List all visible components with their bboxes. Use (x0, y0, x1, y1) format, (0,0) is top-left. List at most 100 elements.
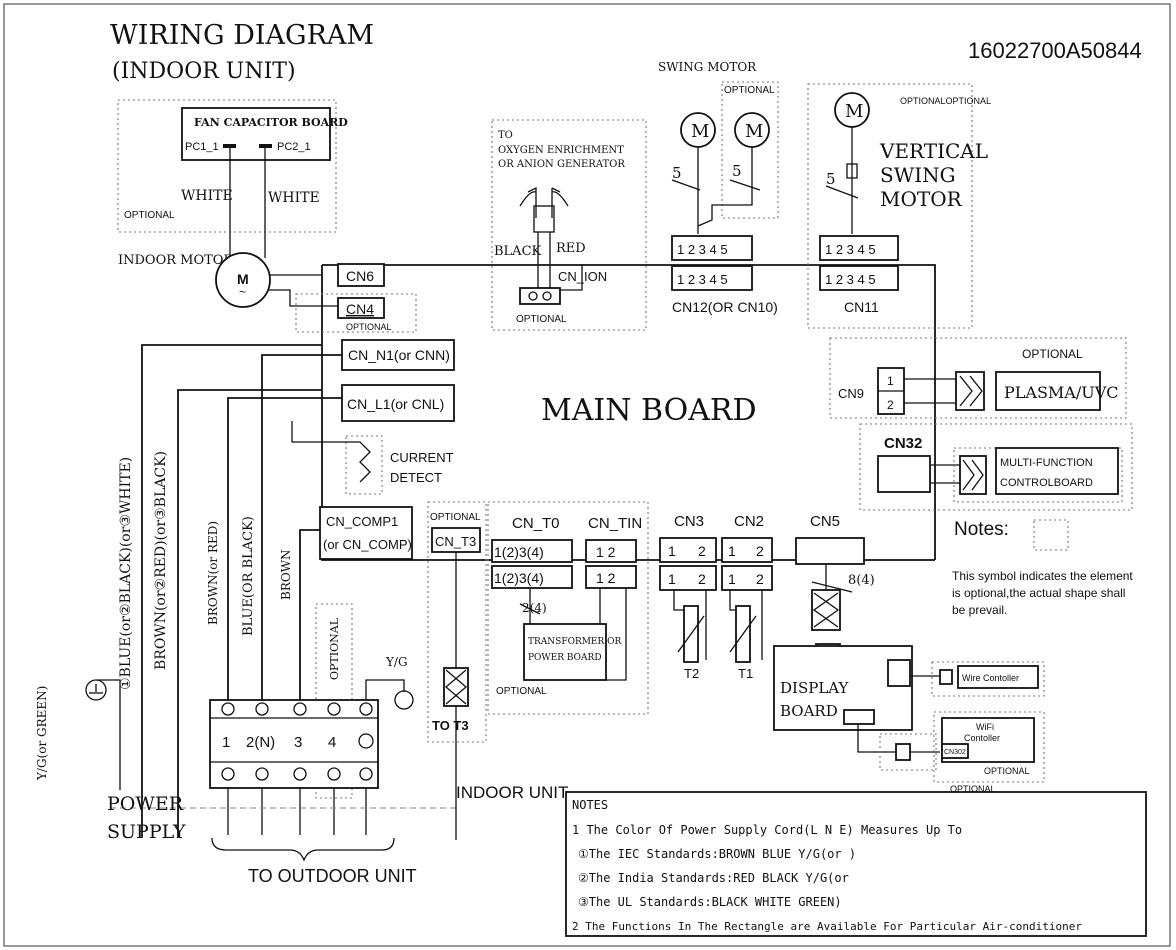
wifi-plug (895, 743, 911, 761)
cn2-connector-bottom (721, 565, 773, 591)
cn3-label: CN3 (674, 513, 704, 530)
cn5-label: CN5 (810, 513, 840, 530)
indoor-motor-tilde: ~ (239, 285, 246, 299)
cn12-connector-top (671, 235, 753, 261)
ion-red: RED (556, 241, 586, 256)
vertical-filter (846, 163, 858, 179)
cn6-connector (337, 263, 385, 287)
cn-tin-connector-top (585, 539, 637, 563)
multi-function-label-1: MULTI-FUNCTION (1000, 457, 1093, 469)
ion-line1: OXYGEN ENRICHMENT (498, 145, 624, 156)
wire-label-yg-green: Y/G(or GREEN) (35, 686, 49, 781)
wifi-controller-label-2: Contoller (964, 733, 1000, 743)
cn-t0-pins-top: 1(2)3(4) (494, 544, 544, 560)
terminal-screws-top (221, 702, 373, 716)
wire-label-blue: ①BLUE(or②BLACK)(or③WHITE) (118, 457, 134, 690)
terminal-3: 3 (294, 734, 302, 751)
cn-comp1-connector (319, 506, 413, 560)
current-detect-label-2: DETECT (390, 470, 442, 485)
wire-controller-label: Wire Contoller (962, 673, 1019, 683)
indoor-motor (215, 252, 271, 308)
swing-motor-2-symbol: M (745, 121, 763, 142)
vertical-wire-count: 5 (826, 170, 836, 188)
power-wire-blue (141, 344, 322, 837)
cn4-optional: OPTIONAL (346, 322, 392, 332)
cn-tin-wire-1 (606, 588, 627, 681)
fan-capacitor-board (181, 107, 331, 161)
cn-n1-connector (341, 339, 455, 371)
current-detect-optional-area (345, 435, 383, 495)
t2-thermistor-slash (677, 615, 705, 653)
diagram-subtitle: (INDOOR UNIT) (112, 59, 296, 84)
ion-line2: OR ANION GENERATOR (498, 159, 625, 170)
ion-wire-red (549, 232, 583, 291)
cn-t0-connector-bottom (491, 565, 573, 589)
vertical-optional: OPTIONALOPTIONAL (900, 96, 991, 106)
notes-side-text-1: This symbol indicates the element (952, 569, 1133, 583)
power-supply-label-2: SUPPLY (107, 821, 186, 843)
wifi-controller-label-1: WiFi (976, 722, 994, 732)
swing-wire-2-count: 5 (732, 162, 742, 180)
motor-to-cn4-wire (268, 289, 338, 307)
wifi-controller-optional-area (933, 711, 1045, 783)
t2-label: T2 (684, 666, 699, 681)
cn-t0-wire-count: 2(4) (522, 601, 547, 615)
cn4-label: CN4 (346, 301, 374, 317)
wifi-optional: OPTIONAL (984, 766, 1030, 776)
vertical-label-2: SWING (880, 163, 956, 187)
vertical-motor-symbol: M (845, 101, 863, 122)
cn12-connector-bottom (671, 265, 753, 291)
cn5-connector (795, 537, 865, 565)
optional-symbol-icon (1033, 519, 1069, 551)
power-supply-label-1: POWER (107, 793, 184, 815)
cn9-plug (955, 371, 985, 411)
pc1-terminal (223, 144, 236, 148)
ground-symbol-left (85, 679, 107, 701)
terminal-ground-icon (358, 733, 374, 749)
t1-label: T1 (738, 666, 753, 681)
cn-t3-optional-area (427, 501, 487, 743)
cn3-connector-top (659, 537, 717, 563)
diagram-title: WIRING DIAGRAM (110, 20, 374, 51)
cn-t3-optional: OPTIONAL (430, 512, 481, 523)
power-wire-brown (177, 389, 322, 837)
cn4-optional-area (295, 293, 417, 333)
outdoor-brace (211, 837, 395, 862)
cn-tin-connector-bottom (585, 565, 637, 589)
cn-t0-optional-area (487, 501, 649, 715)
vertical-wire-slash (825, 185, 859, 199)
cn-l1-wire (227, 397, 342, 700)
cn-n1-wire (261, 354, 342, 700)
notes-line-1: 1 The Color Of Power Supply Cord(L N E) … (572, 823, 962, 837)
terminal-1: 1 (222, 734, 230, 751)
ion-pin-1 (528, 291, 538, 301)
to-t3-label: TO T3 (432, 718, 469, 733)
wire-controller (957, 665, 1039, 689)
vertical-optional-area (807, 83, 973, 329)
current-detect-label-1: CURRENT (390, 450, 454, 465)
ion-optional-area (491, 119, 647, 331)
cn302-label: CN302 (944, 749, 966, 756)
cn-t0-label: CN_T0 (512, 515, 560, 532)
cn9-optional-area (829, 337, 1127, 419)
main-board-label: MAIN BOARD (541, 393, 757, 428)
ion-cn: CN_ION (558, 269, 607, 284)
yg-wire (365, 679, 405, 700)
cn32-optional-area (859, 423, 1133, 511)
vertical-label-3: MOTOR (880, 187, 963, 211)
wire-controller-optional-area (931, 661, 1045, 697)
cn9-plug-icon (959, 375, 983, 407)
swing-wire-1-count: 5 (672, 164, 682, 182)
swing-motor-2-wire (697, 147, 753, 227)
transformer-label-1: TRANSFORMER OR (528, 637, 622, 647)
wire-label-brown: BROWN (279, 549, 293, 600)
cn32-inner-optional-area (953, 447, 1123, 503)
notes-side-text-2: is optional,the actual shape shall (952, 586, 1125, 600)
cn2-pin1-bottom: 1 (728, 571, 736, 587)
cn4-connector (337, 297, 385, 319)
cn-l1-connector (341, 384, 455, 422)
indoor-motor-label: INDOOR MOTOR (118, 253, 234, 268)
cn-l1-label: CN_L1(or CNL) (347, 396, 444, 412)
wifi-plug-optional-area (879, 733, 937, 771)
